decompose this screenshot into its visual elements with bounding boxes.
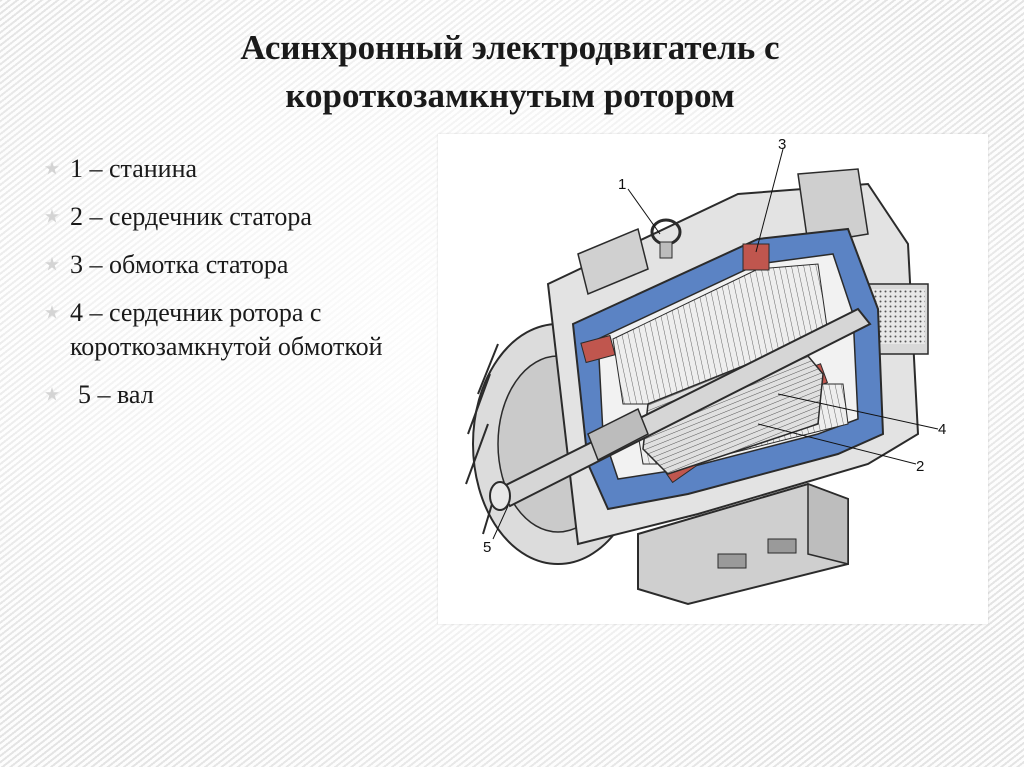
legend-item-5: 5 – вал <box>42 378 422 412</box>
legend-text-4: 4 – сердечник ротора с короткозамкнутой … <box>70 298 383 361</box>
legend-item-2: 2 – сердечник статора <box>42 200 422 234</box>
star-bullet-icon <box>45 305 59 319</box>
motor-cutaway-drawing: 1 3 4 2 5 <box>465 136 946 606</box>
star-bullet-icon <box>45 387 59 401</box>
legend-text-2: 2 – сердечник статора <box>70 202 312 231</box>
motor-base <box>637 482 849 606</box>
title-line-1: Асинхронный электродвигатель с <box>240 28 780 67</box>
legend-text-1: 1 – станина <box>70 154 198 183</box>
star-bullet-icon <box>45 209 59 223</box>
legend-text-3: 3 – обмотка статора <box>70 250 289 279</box>
callout-5: 5 <box>483 539 491 556</box>
callout-2: 2 <box>916 458 924 475</box>
legend-text-5: 5 – вал <box>78 380 154 409</box>
lifting-eye <box>650 218 682 259</box>
legend-item-4: 4 – сердечник ротора с короткозамкнутой … <box>42 296 422 364</box>
legend-item-1: 1 – станина <box>42 152 422 186</box>
star-bullet-icon <box>45 257 59 271</box>
callout-1: 1 <box>618 176 626 193</box>
legend-item-3: 3 – обмотка статора <box>42 248 422 282</box>
star-bullet-icon <box>45 161 59 175</box>
title-line-2: короткозамкнутым ротором <box>285 76 735 116</box>
shaft <box>489 307 872 511</box>
slide-title: Асинхронный электродвигатель с короткоза… <box>150 24 870 121</box>
motor-illustration: 1 3 4 2 5 <box>438 134 988 624</box>
callout-labels: 1 3 4 2 5 <box>483 136 946 556</box>
callout-4: 4 <box>938 421 946 438</box>
callout-3: 3 <box>778 136 786 153</box>
legend-list: 1 – станина 2 – сердечник статора 3 – об… <box>42 152 422 426</box>
